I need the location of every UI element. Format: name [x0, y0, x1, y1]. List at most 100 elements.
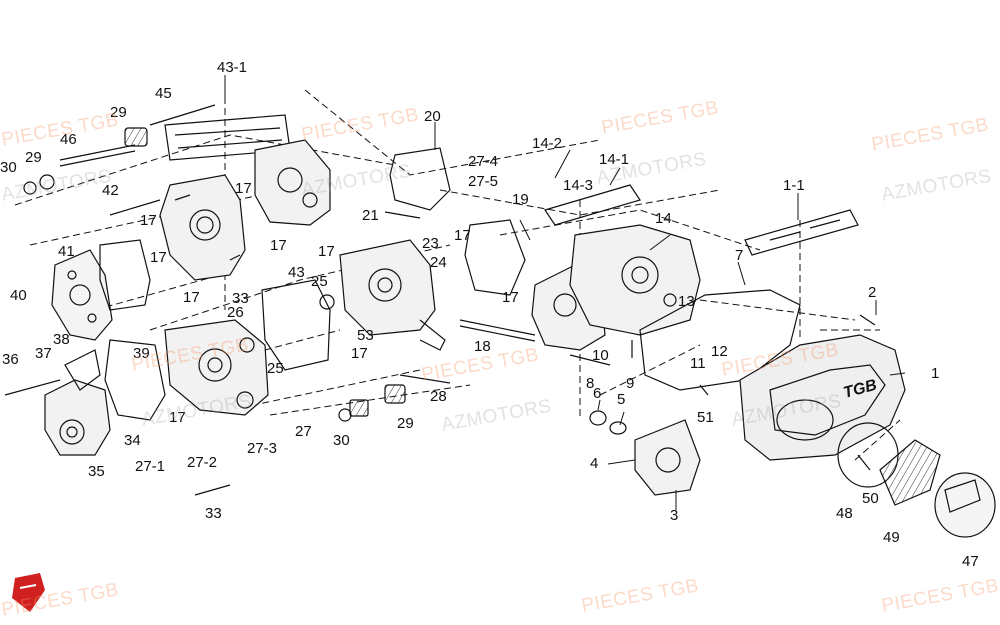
callout-42: 42 — [102, 182, 119, 199]
part-39-case — [164, 319, 269, 416]
callout-9: 9 — [626, 375, 634, 392]
callout-8: 8 — [586, 375, 594, 392]
callout-36: 36 — [2, 351, 19, 368]
callout-17j: 17 — [502, 289, 519, 306]
part-33-bolt — [194, 484, 231, 496]
callout-12: 12 — [711, 343, 728, 360]
part-25-bushing-lower — [239, 337, 255, 353]
callout-29: 29 — [110, 104, 127, 121]
crankcase-left-inner — [254, 139, 331, 226]
callout-37: 37 — [35, 345, 52, 362]
crankcase-right-half — [339, 239, 446, 351]
crankcase-left-half — [159, 174, 246, 281]
part-1-main-cover — [739, 334, 906, 461]
callout-41: 41 — [58, 243, 75, 260]
part-2-bolt — [859, 314, 876, 326]
part-49-filter — [879, 439, 941, 506]
callout-25: 25 — [311, 273, 328, 290]
callout-38: 38 — [53, 331, 70, 348]
callout-14: 14 — [655, 210, 672, 227]
callout-27-4: 27-4 — [468, 153, 498, 170]
part-51-clip — [699, 384, 709, 396]
part-29-bushing — [39, 174, 55, 190]
part-5-seal — [609, 421, 627, 435]
callout-13: 13 — [678, 293, 695, 310]
part-1-1-plate — [744, 209, 859, 256]
part-42-bolt — [109, 199, 161, 216]
callout-24: 24 — [430, 254, 447, 271]
callout-28: 28 — [430, 388, 447, 405]
callout-17f: 17 — [318, 243, 335, 260]
part-21-dowel — [384, 211, 421, 219]
callout-46: 46 — [60, 131, 77, 148]
callout-35: 35 — [88, 463, 105, 480]
part-25-bushing — [319, 294, 335, 310]
callout-33: 33 — [232, 290, 249, 307]
callout-5: 5 — [617, 391, 625, 408]
callout-3: 3 — [670, 507, 678, 524]
callout-29b: 29 — [25, 149, 42, 166]
part-50-pin — [857, 454, 871, 471]
part-20-gasket — [389, 147, 451, 211]
part-26-gasket — [261, 279, 331, 371]
part-14-1-plate — [544, 184, 641, 226]
part-29-gear-lower — [384, 384, 406, 404]
callout-1-1: 1-1 — [783, 177, 805, 194]
part-45-bolt — [149, 104, 216, 126]
callout-30b: 30 — [333, 432, 350, 449]
callout-27-3: 27-3 — [247, 440, 277, 457]
callout-17a: 17 — [140, 212, 157, 229]
callout-47: 47 — [962, 553, 979, 570]
part-36-bolt — [4, 379, 61, 396]
callout-23: 23 — [422, 235, 439, 252]
callout-17h: 17 — [169, 409, 186, 426]
callout-17d: 17 — [150, 249, 167, 266]
callout-30: 30 — [0, 159, 17, 176]
part-8-bolt — [569, 354, 611, 366]
callout-17i: 17 — [454, 227, 471, 244]
callout-2: 2 — [868, 284, 876, 301]
callout-26: 26 — [227, 304, 244, 321]
callout-20: 20 — [424, 108, 441, 125]
callout-48: 48 — [836, 505, 853, 522]
callout-17e: 17 — [183, 289, 200, 306]
callout-27: 27 — [295, 423, 312, 440]
part-47-cap — [934, 472, 996, 538]
part-7-gasket — [639, 289, 801, 391]
callout-6: 6 — [593, 385, 601, 402]
part-29-gear — [124, 127, 148, 147]
part-28-shaft — [399, 374, 451, 384]
callout-14-1: 14-1 — [599, 151, 629, 168]
part-4-fan-cover — [634, 419, 701, 496]
part-30-washer-lower — [338, 408, 352, 422]
part-40-cover — [51, 249, 113, 341]
part-30-bearing-lower — [349, 399, 369, 417]
callout-14-3: 14-3 — [563, 177, 593, 194]
callout-29c: 29 — [397, 415, 414, 432]
part-35-cover — [44, 379, 111, 456]
callout-7: 7 — [735, 247, 743, 264]
callout-11: 11 — [690, 355, 706, 372]
callout-14-2: 14-2 — [532, 135, 562, 152]
azmotors-logo — [12, 573, 45, 612]
callout-34: 34 — [124, 432, 141, 449]
callout-45: 45 — [155, 85, 172, 102]
callout-53: 53 — [357, 327, 374, 344]
callout-17b: 17 — [235, 180, 252, 197]
callout-50: 50 — [862, 490, 879, 507]
callout-17g: 17 — [351, 345, 368, 362]
callout-51: 51 — [697, 409, 714, 426]
leader-lines — [224, 78, 906, 510]
callout-4: 4 — [590, 455, 598, 472]
callout-33b: 33 — [205, 505, 222, 522]
part-14-inner-cover — [569, 224, 701, 336]
part-34-gasket — [104, 339, 166, 421]
callout-1: 1 — [931, 365, 939, 382]
callout-25b: 25 — [267, 360, 284, 377]
callout-43: 43 — [288, 264, 305, 281]
part-6-bushing — [589, 410, 607, 426]
callout-43-1: 43-1 — [217, 59, 247, 76]
callout-labels: 43-1 45 29 46 29 30 42 17 17 17 17 41 40… — [0, 59, 979, 570]
callout-18: 18 — [474, 338, 491, 355]
